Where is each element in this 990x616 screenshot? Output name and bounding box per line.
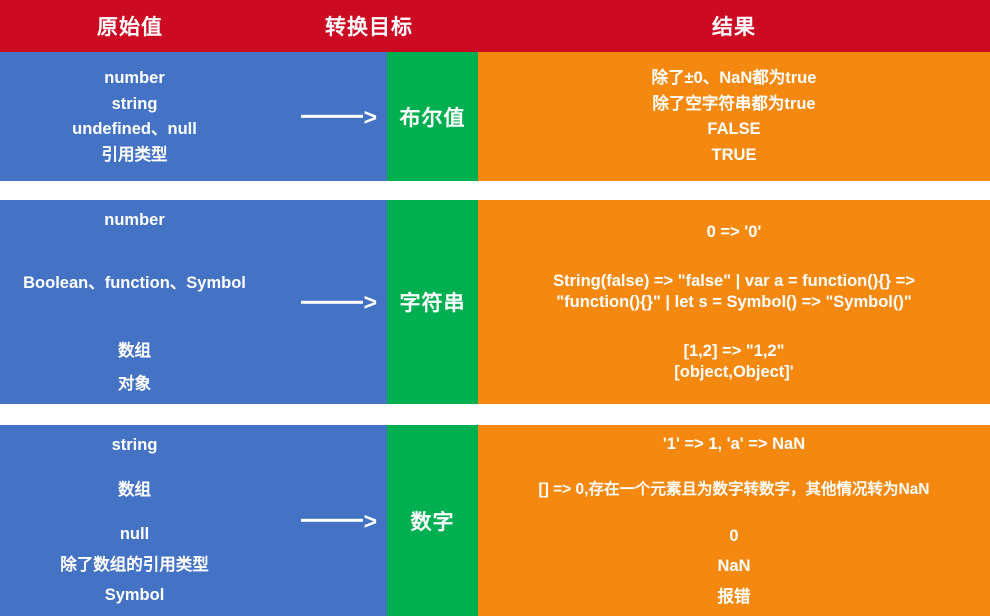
target-label: 数字	[410, 510, 455, 534]
source-item: 引用类型	[101, 145, 168, 164]
arrow-head: >	[363, 103, 377, 130]
result-item: String(false) => "false" | var a = funct…	[553, 272, 915, 291]
table-row: number Boolean、function、Symbol 数组 对象 > 字…	[0, 200, 990, 404]
source-list: number string undefined、null 引用类型	[0, 61, 387, 172]
result-item: [] => 0,存在一个元素且为数字转数字，其他情况转为NaN	[538, 481, 930, 499]
source-item: number	[104, 69, 165, 87]
row-divider	[0, 181, 990, 200]
source-item: 数组	[118, 480, 151, 499]
source-item: 除了数组的引用类型	[60, 555, 209, 574]
target-label: 字符串	[399, 292, 466, 315]
arrow-head: >	[363, 507, 377, 534]
table-row: number string undefined、null 引用类型 > 布尔值 …	[0, 52, 990, 181]
row-result-cell: 0 => '0' String(false) => "false" | var …	[478, 200, 990, 404]
source-item: 对象	[118, 374, 151, 393]
arrow-icon: >	[300, 103, 377, 130]
source-item: Symbol	[104, 586, 165, 605]
arrow-shaft	[300, 114, 363, 118]
header-result-label: 结果	[712, 16, 756, 39]
source-item: string	[111, 436, 158, 455]
arrow-shaft	[300, 518, 363, 522]
arrow-icon: >	[300, 288, 377, 315]
row-result-cell: '1' => 1, 'a' => NaN [] => 0,存在一个元素且为数字转…	[478, 425, 990, 616]
source-list: number Boolean、function、Symbol 数组 对象	[0, 212, 387, 392]
arrow-shaft	[300, 300, 363, 304]
row-source-cell: string 数组 null 除了数组的引用类型 Symbol >	[0, 425, 387, 616]
header-cell-target: 转换目标	[260, 0, 478, 52]
result-item: TRUE	[711, 145, 757, 164]
result-item: 报错	[717, 587, 751, 606]
row-source-cell: number string undefined、null 引用类型 >	[0, 52, 387, 181]
source-item: number	[104, 211, 165, 229]
source-item: string	[111, 94, 158, 113]
result-list: 0 => '0' String(false) => "false" | var …	[478, 224, 990, 381]
source-item: undefined、null	[72, 120, 197, 138]
result-item: [object,Object]'	[674, 362, 794, 381]
header-source-label: 原始值	[97, 16, 163, 39]
table-header: 原始值 转换目标 结果	[0, 0, 990, 52]
result-item: NaN	[717, 557, 751, 576]
result-item: 0	[729, 526, 739, 545]
source-list: string 数组 null 除了数组的引用类型 Symbol	[0, 437, 387, 604]
result-item: "function(){}" | let s = Symbol() => "Sy…	[556, 292, 912, 311]
result-item: 0 => '0'	[706, 222, 762, 241]
result-list: '1' => 1, 'a' => NaN [] => 0,存在一个元素且为数字转…	[478, 436, 990, 606]
source-item: 数组	[118, 342, 151, 360]
target-label: 布尔值	[399, 106, 466, 130]
arrow-icon: >	[300, 507, 377, 534]
result-list: 除了±0、NaN都为true 除了空字符串都为true FALSE TRUE	[478, 61, 990, 172]
source-item: null	[119, 525, 150, 544]
row-target-cell: 布尔值	[387, 52, 478, 181]
header-target-label: 转换目标	[325, 16, 413, 39]
arrow-head: >	[363, 288, 377, 315]
result-item: 除了±0、NaN都为true	[651, 69, 817, 87]
header-cell-source: 原始值	[0, 0, 260, 52]
row-result-cell: 除了±0、NaN都为true 除了空字符串都为true FALSE TRUE	[478, 52, 990, 181]
row-target-cell: 数字	[387, 425, 478, 616]
row-divider	[0, 404, 990, 425]
result-item: '1' => 1, 'a' => NaN	[662, 434, 806, 453]
result-item: 除了空字符串都为true	[652, 94, 816, 113]
source-item: Boolean、function、Symbol	[23, 273, 246, 292]
row-source-cell: number Boolean、function、Symbol 数组 对象 >	[0, 200, 387, 404]
table-row: string 数组 null 除了数组的引用类型 Symbol > 数字 '1'…	[0, 425, 990, 616]
row-target-cell: 字符串	[387, 200, 478, 404]
result-item: FALSE	[707, 120, 761, 138]
header-cell-result: 结果	[478, 0, 990, 52]
result-item: [1,2] => "1,2"	[683, 342, 785, 361]
